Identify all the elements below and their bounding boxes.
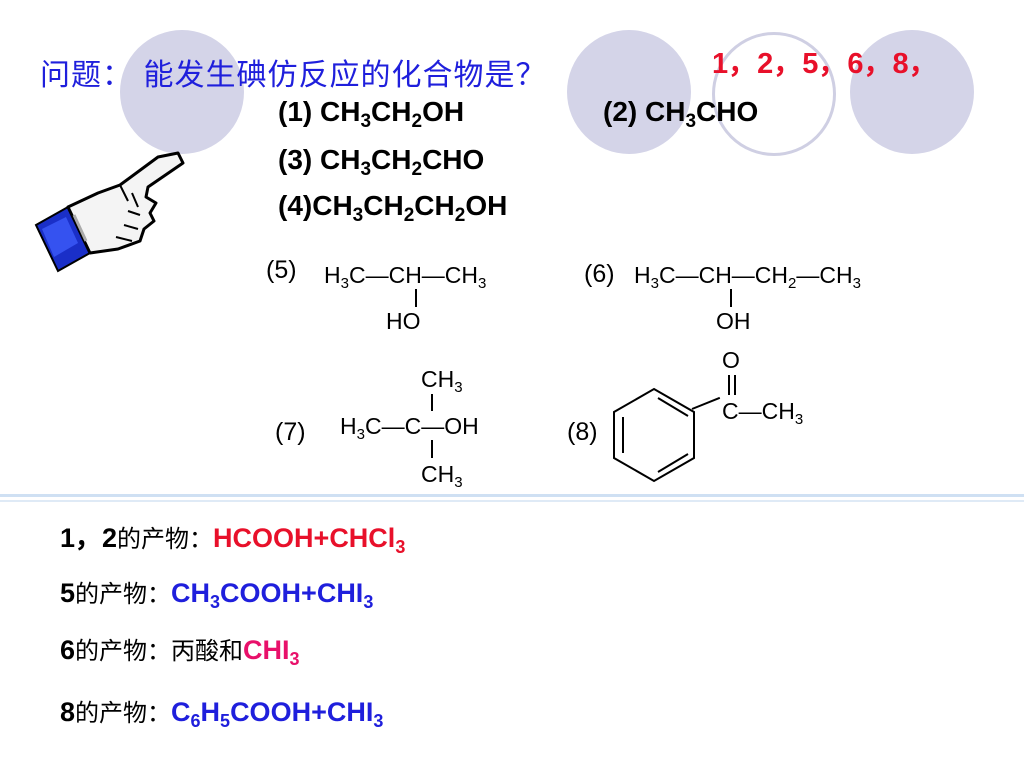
structure-7-main: H3C—C—OH [340, 413, 479, 443]
structure-7-bond-top [431, 394, 433, 411]
decor-circle-2 [567, 30, 691, 154]
divider-line-light [0, 500, 1024, 502]
structure-6-oh: OH [716, 308, 751, 334]
product-value: HCOOH+CHCl3 [213, 523, 406, 557]
structure-8-label: (8) [567, 418, 598, 446]
product-suffix: 的产物： [117, 525, 214, 553]
structure-5-label: (5) [266, 256, 297, 284]
product-line-6: 6的产物：丙酸和CHI3 [60, 631, 300, 669]
benzene-ring-icon [606, 383, 706, 498]
structure-8-main: C—CH3 [722, 398, 804, 428]
product-value: C6H5COOH+CHI3 [171, 697, 384, 731]
product-value-cn: 丙酸和 [171, 637, 244, 665]
decor-circle-1 [120, 30, 244, 154]
structure-7-label: (7) [275, 418, 306, 446]
product-value: CH3COOH+CHI3 [171, 578, 374, 612]
question-text: 问题： 能发生碘仿反应的化合物是？ [40, 58, 547, 93]
answer-list: 1，2，5，6，8， [712, 48, 938, 80]
product-value: CHI3 [243, 635, 300, 669]
product-line-5: 5的产物：CH3COOH+CHI3 [60, 574, 374, 612]
structure-8-oxygen: O [722, 347, 740, 373]
structure-6-main: H3C—CH—CH2—CH3 [634, 262, 861, 292]
product-suffix: 的产物： [75, 699, 172, 727]
product-prefix: 8 [60, 697, 76, 727]
structure-5-main: H3C—CH—CH3 [324, 262, 487, 292]
structure-5-bond [415, 289, 417, 307]
structure-8-double-bond [728, 375, 736, 395]
decor-circle-3 [712, 32, 836, 156]
formula-2: (2) CH3CHO [603, 96, 759, 132]
divider-line [0, 494, 1024, 497]
product-prefix: 6 [60, 635, 76, 665]
formula-3: (3) CH3CH2CHO [278, 144, 485, 180]
product-suffix: 的产物： [75, 580, 172, 608]
product-line-1-2: 1，2的产物：HCOOH+CHCl3 [60, 516, 406, 557]
product-line-8: 8的产物：C6H5COOH+CHI3 [60, 693, 384, 731]
decor-circle-4 [850, 30, 974, 154]
structure-5-oh: HO [386, 308, 421, 334]
structure-7-bond-bottom [431, 440, 433, 458]
product-prefix: 1，2 [60, 523, 118, 553]
structure-6-label: (6) [584, 260, 615, 288]
product-prefix: 5 [60, 578, 76, 608]
formula-4: (4)CH3CH2CH2OH [278, 190, 508, 226]
product-suffix: 的产物： [75, 637, 172, 665]
structure-6-bond [730, 289, 732, 307]
structure-7-bottom: CH3 [421, 461, 463, 491]
formula-1: (1) CH3CH2OH [278, 96, 465, 132]
pointing-hand-icon [28, 145, 198, 285]
structure-7-top: CH3 [421, 366, 463, 396]
